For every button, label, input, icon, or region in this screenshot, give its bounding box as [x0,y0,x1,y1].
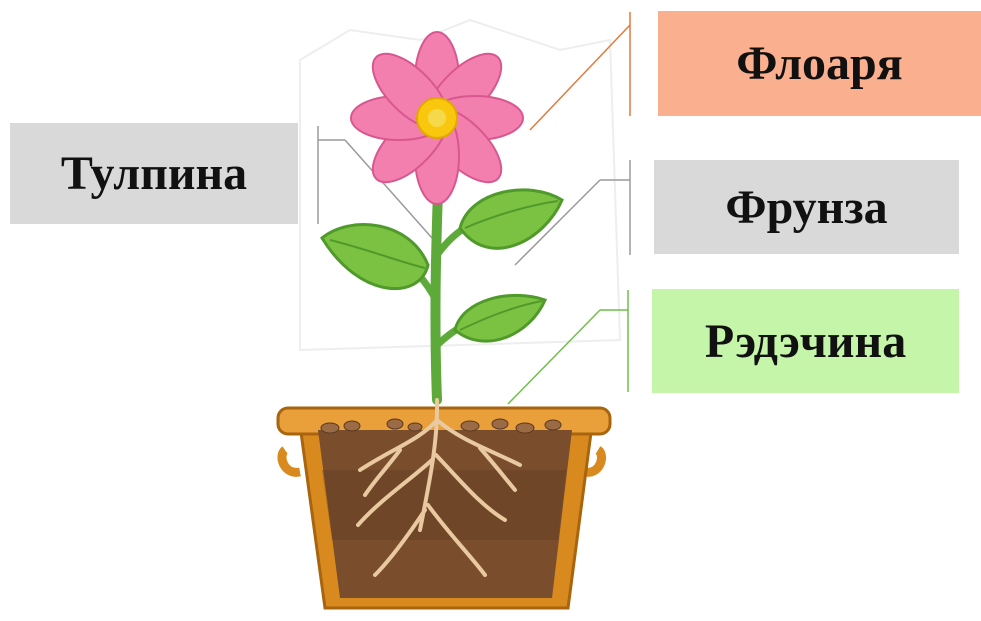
background-sketch [299,18,622,352]
leader-radacina [507,309,601,405]
leaf-right-upper [458,188,564,250]
leaf-right-lower [453,293,548,343]
leader-tulpina [344,139,433,239]
flower-head [350,31,524,205]
label-frunza: Фрунза [654,160,959,254]
label-tulpina: Тулпина [10,123,298,224]
plant-stem [430,185,443,405]
label-floarea: Флоаря [658,11,981,116]
label-radacina: Рэдэчина [652,289,959,393]
flower-pot [276,406,612,610]
leader-floarea [529,24,631,131]
leader-frunza [514,179,601,266]
leader-lines [317,12,631,405]
plant-roots [356,398,522,577]
leaf-left [320,223,430,290]
